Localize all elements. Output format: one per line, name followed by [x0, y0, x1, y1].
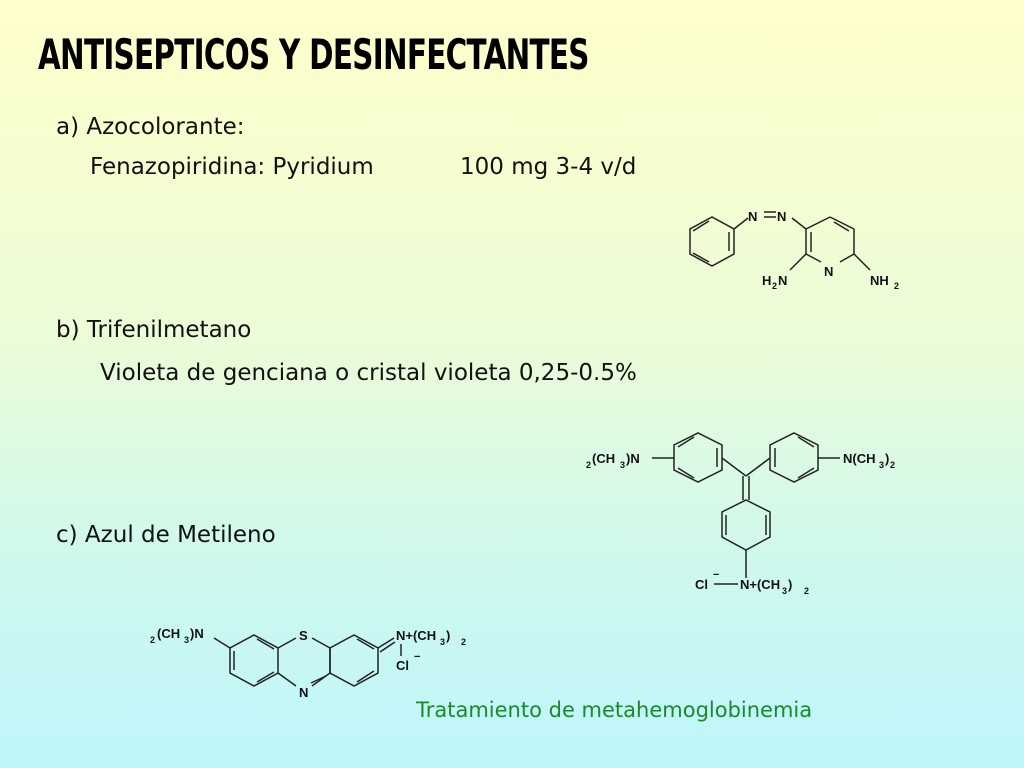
amino-n-label: N	[778, 273, 787, 288]
mb-sulfur: S	[299, 628, 308, 643]
section-b-heading: b) Trifenilmetano	[56, 317, 252, 343]
mb-left-sub: 3	[184, 635, 189, 645]
azo-nitrogen-2: N	[777, 209, 786, 224]
cv-left-count: 2	[586, 460, 591, 470]
cv-cation-count: 2	[804, 586, 809, 596]
section-a-heading: a) Azocolorante:	[56, 114, 245, 140]
cv-right-methyl: N(CH	[843, 451, 876, 466]
cv-left-sub: 3	[620, 460, 625, 470]
mb-cation-sub: 3	[440, 637, 445, 647]
cv-right-paren: )	[885, 451, 889, 466]
cv-chloride-charge: −	[713, 569, 719, 581]
amino-nh-label: NH	[870, 273, 889, 288]
cv-chloride: Cl	[695, 577, 708, 592]
mb-chloride: Cl	[396, 658, 409, 673]
cv-left-n: )N	[626, 451, 640, 466]
mb-left-count: 2	[150, 635, 155, 645]
cv-cation-sub: 3	[782, 586, 787, 596]
mb-left-methyl: (CH	[157, 626, 180, 641]
cv-right-sub: 3	[879, 460, 884, 470]
mb-cation-count: 2	[461, 637, 466, 647]
amino-h-label: H	[762, 273, 771, 288]
cv-cation-paren: )	[788, 577, 792, 592]
cv-cation-methyl: N+(CH	[740, 577, 780, 592]
amino-nh-subscript: 2	[894, 281, 899, 291]
pyridine-nitrogen: N	[824, 264, 833, 279]
amino-h-subscript: 2	[772, 281, 777, 291]
mb-cation-methyl: N+(CH	[396, 628, 436, 643]
mb-nitrogen: N	[299, 685, 308, 700]
treatment-note: Tratamiento de metahemoglobinemia	[416, 698, 813, 722]
cv-right-count: 2	[890, 460, 895, 470]
section-b-drug: Violeta de genciana o cristal violeta 0,…	[100, 360, 637, 386]
mb-cation-paren: )	[446, 628, 450, 643]
cv-left-methyl: (CH	[592, 451, 615, 466]
mb-left-n: )N	[190, 626, 204, 641]
section-c-heading: c) Azul de Metileno	[56, 522, 276, 548]
azo-nitrogen-1: N	[748, 209, 757, 224]
section-a-drug: Fenazopiridina: Pyridium	[90, 154, 374, 180]
section-a-dose: 100 mg 3-4 v/d	[460, 154, 637, 180]
mb-chloride-charge: −	[414, 651, 420, 663]
